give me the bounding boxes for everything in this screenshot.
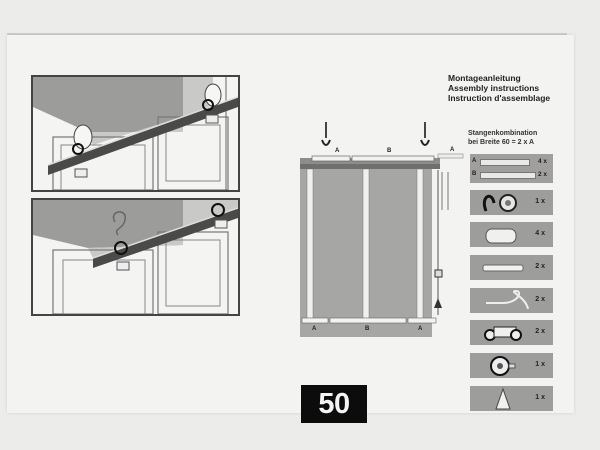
- rod-label-top-b: B: [387, 148, 392, 154]
- rod-a-icon: [480, 159, 530, 166]
- paper-edge: [7, 33, 567, 36]
- rod-b-icon: [480, 172, 536, 179]
- cord-weight-icon: [495, 387, 511, 410]
- rod-label-top-a-right: A: [450, 147, 455, 153]
- part-wall-plug: 2 x: [470, 255, 553, 280]
- rod-label-bottom-a-left: A: [312, 326, 317, 332]
- rod-parts-box: A 4 x B 2 x: [470, 154, 553, 183]
- rod-b-label: B: [472, 171, 477, 177]
- size-badge: 50: [301, 385, 367, 423]
- title-german: Montageanleitung: [448, 73, 521, 83]
- title-french: Instruction d'assemblage: [448, 93, 551, 103]
- end-cap-icon: [485, 228, 517, 244]
- ceiling-hook-right-icon: [420, 122, 430, 146]
- rod-a-label: A: [472, 158, 477, 164]
- illustration-clip-mount-top: [31, 75, 240, 192]
- adhesive-tape-icon: [482, 194, 517, 212]
- pulley-icon: [490, 356, 516, 376]
- part-cord-weight: 1 x: [470, 386, 553, 411]
- hook-icon: [486, 289, 529, 310]
- rod-label-bottom-b: B: [365, 326, 370, 332]
- clip-holder-icon: [484, 326, 522, 341]
- part-adhesive-tape: 1 x: [470, 190, 553, 215]
- part-clip-holder: 2 x: [470, 320, 553, 345]
- wall-plug-icon: [482, 264, 524, 272]
- rod-label-bottom-a-right: A: [418, 326, 423, 332]
- part-pulley: 1 x: [470, 353, 553, 378]
- part-hook: 2 x: [470, 288, 553, 313]
- rod-a-qty: 4 x: [537, 158, 547, 165]
- blind-assembly-diagram: A B A A B A: [290, 110, 465, 350]
- ceiling-hook-left-icon: [321, 122, 331, 146]
- title-english: Assembly instructions: [448, 83, 540, 93]
- rod-label-top-a-left: A: [335, 148, 340, 154]
- rod-b-qty: 2 x: [537, 171, 547, 178]
- instructions-title: Montageanleitung Assembly instructions I…: [448, 73, 550, 103]
- illustration-clip-mount-bottom: [31, 198, 240, 316]
- rod-combination-heading: Stangenkombination bei Breite 60 = 2 x A: [468, 130, 538, 146]
- part-end-cap: 4 x: [470, 222, 553, 247]
